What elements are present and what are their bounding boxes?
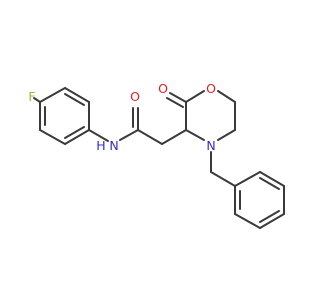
ring-oxygen-label: O — [206, 81, 216, 96]
n-carbonyl-bond — [119, 129, 139, 141]
carbonyl-ch2-bond — [137, 129, 163, 145]
benzyl-phenyl-ring — [234, 171, 285, 229]
amide-nitrogen-label: N — [109, 138, 118, 153]
amide-hydrogen-label: H — [96, 138, 105, 153]
fluorophenyl-ring — [39, 87, 90, 145]
ch2-ring-bond — [161, 129, 187, 145]
ring-nitrogen-label: N — [206, 138, 215, 153]
fluorine-label: F — [28, 89, 35, 104]
benzyl-phenyl-bond — [210, 171, 236, 187]
amide-oxygen-label: O — [130, 89, 140, 104]
c-f-bond — [33, 97, 41, 103]
aryl-n-bond — [88, 129, 109, 142]
lactone-co-bond — [169, 92, 187, 103]
molecule-canvas: F N H O O O N — [28, 81, 285, 229]
lactone-co-bond-2 — [166, 97, 184, 108]
morpholinone-ring — [185, 90, 236, 141]
structure-diagram: F N H O O O N — [28, 81, 285, 229]
lactone-carbonyl-oxygen-label: O — [158, 81, 168, 96]
